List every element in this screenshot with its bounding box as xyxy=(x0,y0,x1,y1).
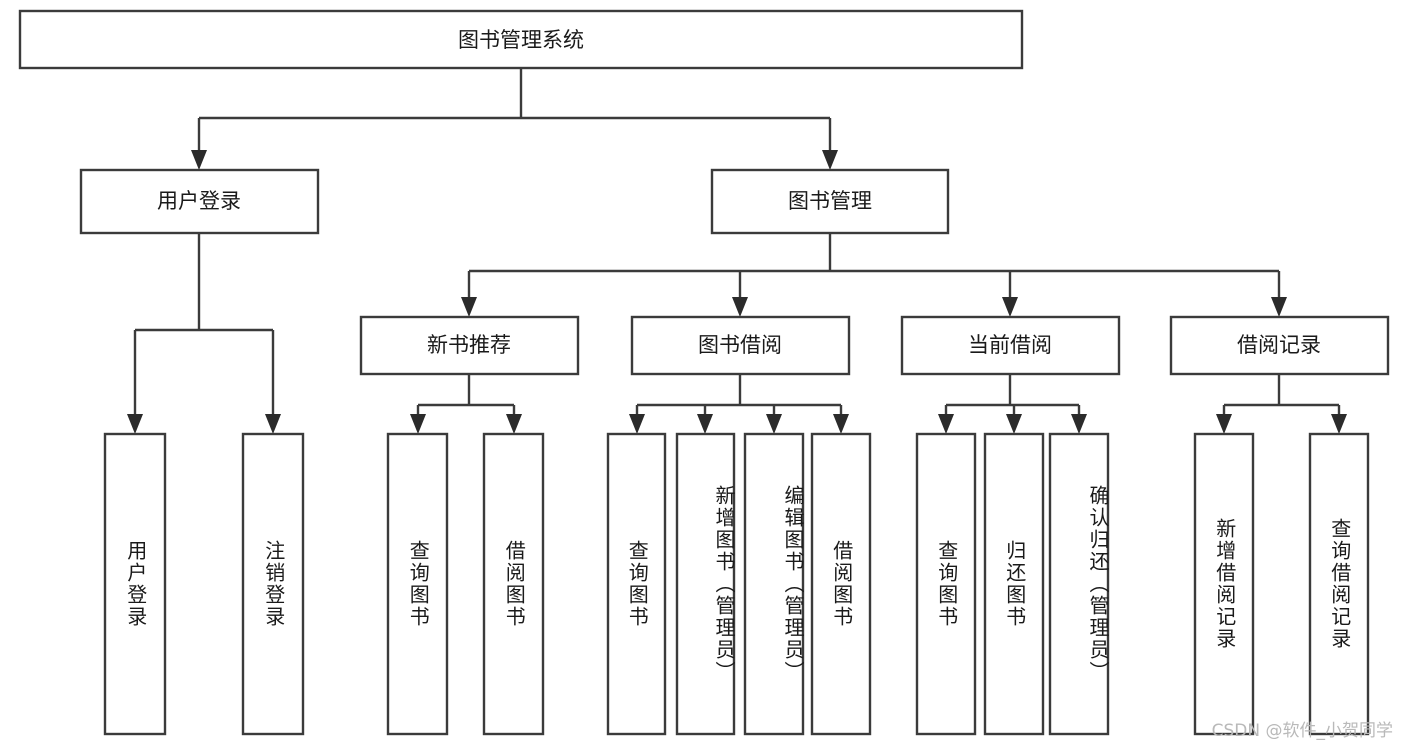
user-login-label: 用户登录 xyxy=(157,189,241,213)
leaf-box-query-borrow-record[interactable] xyxy=(1308,432,1370,736)
leaf-box-query-book-rec[interactable] xyxy=(386,432,449,736)
leaf-box-layer xyxy=(103,432,1370,736)
node-root[interactable]: 图书管理系统 xyxy=(18,9,1024,70)
book-management-box[interactable] xyxy=(710,168,950,235)
arrow-head-icon xyxy=(833,414,849,434)
leaf-box-return-book[interactable] xyxy=(983,432,1045,736)
arrow-head-icon xyxy=(732,297,748,317)
book-borrow-label: 图书借阅 xyxy=(698,333,782,357)
leaf-box-edit-book-admin[interactable] xyxy=(743,432,805,736)
node-book-management[interactable]: 图书管理 xyxy=(710,168,950,235)
book-management-label: 图书管理 xyxy=(788,189,872,213)
leaf-box-query-book-borrow[interactable] xyxy=(606,432,667,736)
arrow-head-icon xyxy=(265,414,281,434)
new-book-recommend-label: 新书推荐 xyxy=(427,333,511,357)
leaf-box-confirm-return-admin[interactable] xyxy=(1048,432,1110,736)
node-borrow-record[interactable]: 借阅记录 xyxy=(1169,315,1390,376)
node-new-book-recommend[interactable]: 新书推荐 xyxy=(359,315,580,376)
user-login-box[interactable] xyxy=(79,168,320,235)
node-book-borrow[interactable]: 图书借阅 xyxy=(630,315,851,376)
connector-layer xyxy=(127,68,1347,434)
current-borrow-label: 当前借阅 xyxy=(968,333,1052,357)
leaf-box-add-book-admin[interactable] xyxy=(675,432,736,736)
root-box[interactable] xyxy=(18,9,1024,70)
arrow-head-icon xyxy=(822,150,838,170)
leaf-box-add-borrow-record[interactable] xyxy=(1193,432,1255,736)
leaf-box-logout[interactable] xyxy=(241,432,305,736)
new-book-recommend-box[interactable] xyxy=(359,315,580,376)
node-current-borrow[interactable]: 当前借阅 xyxy=(900,315,1121,376)
arrow-head-icon xyxy=(1331,414,1347,434)
arrow-head-icon xyxy=(127,414,143,434)
arrow-head-icon xyxy=(697,414,713,434)
arrow-head-icon xyxy=(1002,297,1018,317)
arrow-head-icon xyxy=(1271,297,1287,317)
leaf-box-borrow-book-rec[interactable] xyxy=(482,432,545,736)
arrow-head-icon xyxy=(191,150,207,170)
arrow-head-icon xyxy=(506,414,522,434)
arrow-head-icon xyxy=(1216,414,1232,434)
leaf-box-user-login[interactable] xyxy=(103,432,167,736)
current-borrow-box[interactable] xyxy=(900,315,1121,376)
arrow-head-icon xyxy=(410,414,426,434)
borrow-record-box[interactable] xyxy=(1169,315,1390,376)
arrow-head-icon xyxy=(461,297,477,317)
node-user-login[interactable]: 用户登录 xyxy=(79,168,320,235)
arrow-head-icon xyxy=(1071,414,1087,434)
borrow-record-label: 借阅记录 xyxy=(1237,333,1321,357)
leaf-box-borrow-book[interactable] xyxy=(810,432,872,736)
book-borrow-box[interactable] xyxy=(630,315,851,376)
arrow-head-icon xyxy=(1006,414,1022,434)
arrow-head-icon xyxy=(938,414,954,434)
arrow-head-icon xyxy=(629,414,645,434)
leaf-box-query-book-current[interactable] xyxy=(915,432,977,736)
arrow-head-icon xyxy=(766,414,782,434)
root-label: 图书管理系统 xyxy=(458,28,584,52)
